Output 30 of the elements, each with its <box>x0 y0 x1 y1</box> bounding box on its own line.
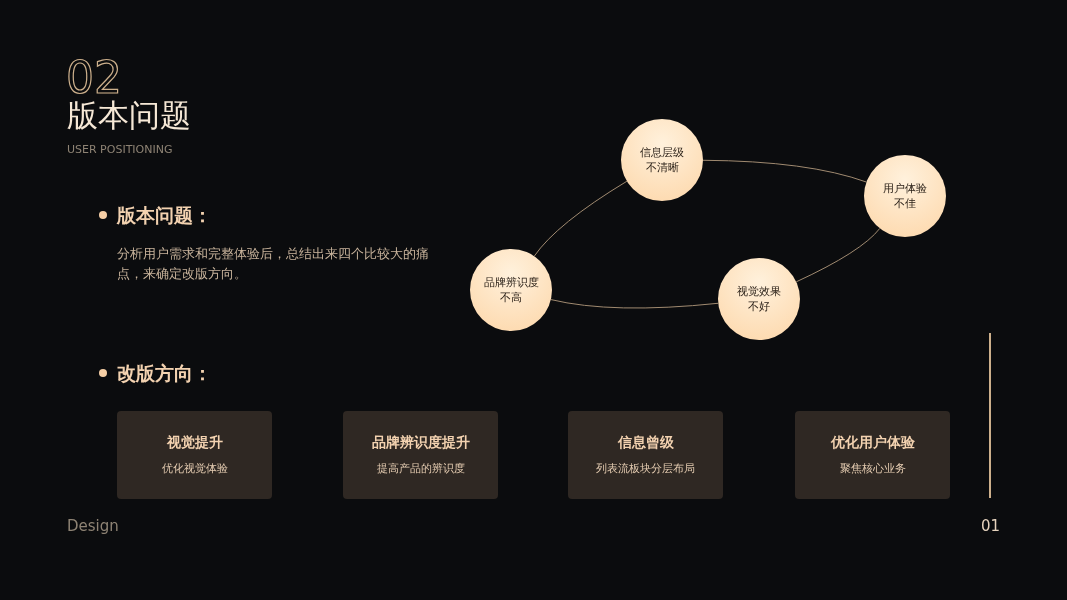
node-text: 不清晰 <box>645 160 679 175</box>
section-heading: 改版方向： <box>117 361 212 386</box>
card-title: 品牌辨识度提升 <box>371 434 470 452</box>
section-heading: 版本问题： <box>117 203 212 228</box>
connector-line <box>550 299 719 309</box>
node-text: 视觉效果 <box>737 284 781 299</box>
card-subtitle: 列表流板块分层布局 <box>596 461 695 476</box>
card <box>568 411 723 499</box>
footer-text: Design <box>67 517 119 535</box>
card-title: 视觉提升 <box>166 434 223 452</box>
card-subtitle: 提高产品的辨识度 <box>376 461 465 476</box>
node-text: 不佳 <box>894 196 916 211</box>
node-text: 用户体验 <box>883 181 927 196</box>
node-text: 不好 <box>748 299 770 314</box>
connector-line <box>533 180 628 257</box>
card-subtitle: 优化视觉体验 <box>161 461 228 476</box>
card <box>117 411 272 499</box>
card-subtitle: 聚焦核心业务 <box>839 461 906 476</box>
node-text: 品牌辨识度 <box>483 275 539 290</box>
connector-line <box>795 227 881 283</box>
node-text: 信息层级 <box>640 145 684 160</box>
card-title: 优化用户体验 <box>830 434 915 452</box>
page-number: 01 <box>981 517 1001 535</box>
connector-line <box>702 159 867 183</box>
subtitle: USER POSITIONING <box>67 143 173 156</box>
card <box>795 411 950 499</box>
node-text: 不高 <box>500 290 522 305</box>
card <box>343 411 498 499</box>
card-title: 信息曾级 <box>617 434 674 452</box>
description-text: 分析用户需求和完整体验后，总结出来四个比较大的痛点，来确定改版方向。 <box>117 245 430 283</box>
